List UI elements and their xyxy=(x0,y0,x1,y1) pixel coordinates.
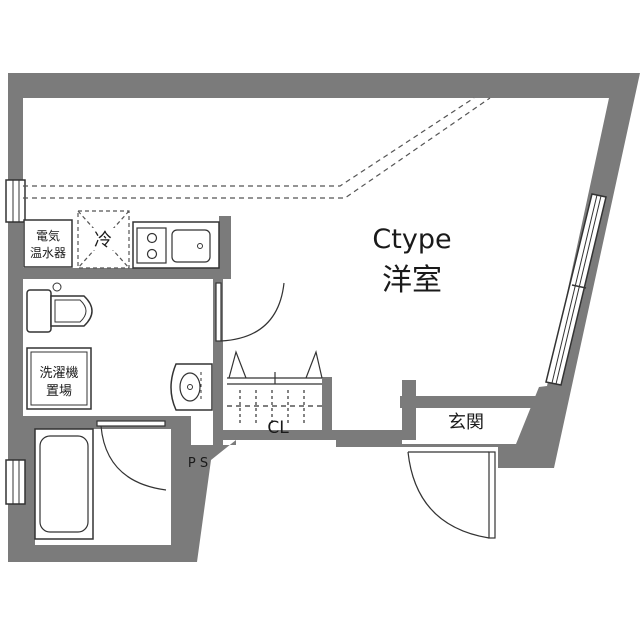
window-east xyxy=(545,193,607,386)
room-label: 洋室 xyxy=(382,263,442,298)
stove-burner-icon xyxy=(146,232,158,244)
water-heater-label-2: 温水器 xyxy=(30,246,66,260)
water-heater-label-1: 電気 xyxy=(36,228,60,243)
closet xyxy=(227,349,323,425)
toilet-door xyxy=(215,282,285,342)
fridge-space xyxy=(77,210,130,269)
sink-icon xyxy=(171,229,211,263)
kitchen-counter xyxy=(132,221,220,269)
entrance-door xyxy=(407,451,496,539)
interior-walls xyxy=(23,216,538,545)
window-west-bath xyxy=(5,459,26,505)
loft-outline-inner xyxy=(23,97,491,199)
bathtub xyxy=(34,428,94,540)
washer-label-2: 置場 xyxy=(46,384,72,399)
washer-space xyxy=(26,347,92,410)
loft-outline xyxy=(23,97,475,187)
bath-door xyxy=(96,420,167,491)
stove-burner-icon xyxy=(146,248,158,260)
entrance-label: 玄関 xyxy=(448,412,484,433)
closet-label: CL xyxy=(267,418,289,438)
outer-walls xyxy=(8,73,640,562)
washbasin xyxy=(170,363,213,411)
pipe-space-label: P S xyxy=(188,456,208,471)
water-heater xyxy=(23,219,73,268)
window-west-top xyxy=(5,179,26,223)
fridge-label: 冷 xyxy=(94,230,112,251)
washer-label-1: 洗濯機 xyxy=(39,366,78,381)
unit-type-label: Ctype xyxy=(372,224,451,255)
toilet xyxy=(26,282,93,333)
